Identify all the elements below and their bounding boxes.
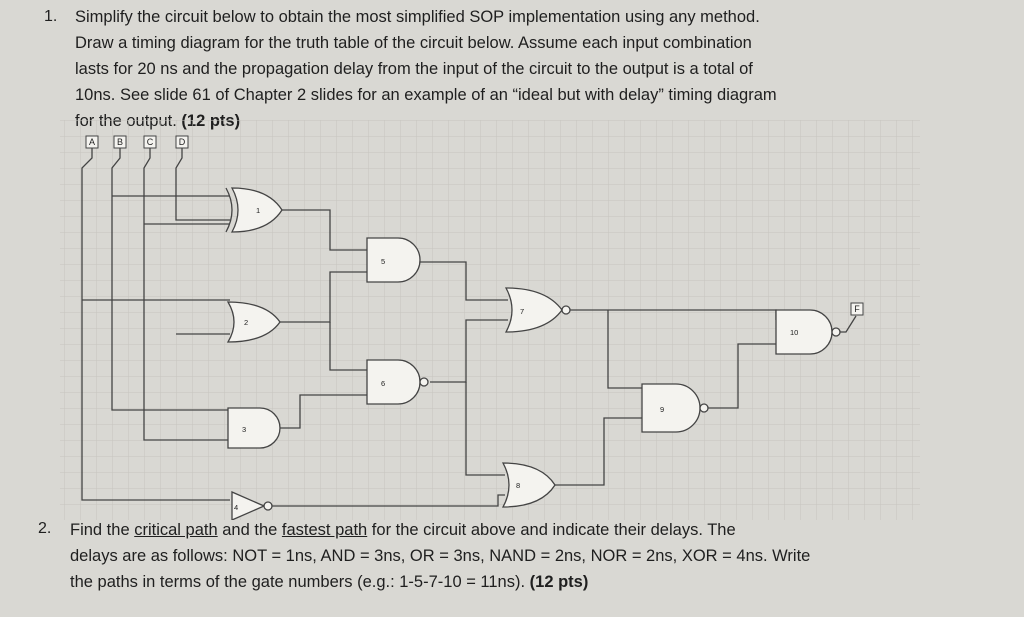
gate-10-number: 10 (790, 328, 798, 337)
gate-5-number: 5 (381, 257, 385, 266)
gate-2-or: 2 (226, 301, 281, 343)
gate-7-number: 7 (520, 307, 524, 316)
gate-6-number: 6 (381, 379, 385, 388)
question-1-line-2: Draw a timing diagram for the truth tabl… (75, 34, 752, 52)
input-d: D (175, 135, 189, 149)
input-c: C (143, 135, 157, 149)
question-1-number: 1. (44, 8, 58, 25)
gate-6-nand: 6 (366, 359, 429, 405)
question-2-line-3-text: the paths in terms of the gate numbers (… (70, 573, 530, 591)
gate-2-number: 2 (244, 318, 248, 327)
gate-3-number: 3 (242, 425, 246, 434)
question-2-line-1: Find the critical path and the fastest p… (70, 517, 900, 543)
gate-3-and: 3 (227, 407, 281, 449)
question-1-line-3: lasts for 20 ns and the propagation dela… (75, 60, 753, 78)
gate-10-nand: 10 (775, 309, 841, 355)
output-f-label: F (854, 304, 860, 314)
question-1-line-1: Simplify the circuit below to obtain the… (75, 8, 760, 26)
gate-4-not: 4 (231, 491, 273, 520)
input-d-label: D (179, 137, 186, 147)
question-2-text: Find the critical path and the fastest p… (70, 517, 900, 595)
question-2-line-1-mid: and the (217, 521, 282, 539)
output-f: F (850, 302, 864, 316)
question-2-line-2: delays are as follows: NOT = 1ns, AND = … (70, 547, 811, 565)
gate-4-number: 4 (234, 503, 238, 512)
question-2-points: (12 pts) (529, 573, 589, 591)
critical-path-term: critical path (134, 521, 218, 539)
gate-8-number: 8 (516, 481, 520, 490)
fastest-path-term: fastest path (281, 521, 368, 539)
gate-1-number: 1 (256, 206, 260, 215)
input-b-label: B (117, 137, 123, 147)
gate-8-or: 8 (501, 462, 556, 508)
question-1-line-4: 10ns. See slide 61 of Chapter 2 slides f… (75, 86, 777, 104)
input-c-label: C (147, 137, 154, 147)
question-2-line-1-pre: Find the (70, 521, 135, 539)
gate-1-xor: 1 (225, 187, 283, 233)
gates: 1 2 3 4 5 6 (225, 187, 841, 520)
input-a-label: A (89, 137, 95, 147)
logic-circuit-diagram: A B C D F 1 2 3 4 5 (60, 120, 920, 520)
input-b: B (113, 135, 127, 149)
gate-7-nor: 7 (504, 287, 571, 333)
question-2-number: 2. (38, 520, 52, 537)
gate-9-number: 9 (660, 405, 664, 414)
question-1-text: Simplify the circuit below to obtain the… (75, 4, 895, 134)
question-2-line-3: the paths in terms of the gate numbers (… (70, 569, 900, 595)
question-2-line-1-post: for the circuit above and indicate their… (367, 521, 736, 539)
wires (81, 148, 857, 507)
input-a: A (85, 135, 99, 149)
gate-5-and: 5 (366, 237, 421, 283)
inputs: A B C D F (85, 135, 864, 316)
gate-9-nand: 9 (641, 383, 709, 433)
